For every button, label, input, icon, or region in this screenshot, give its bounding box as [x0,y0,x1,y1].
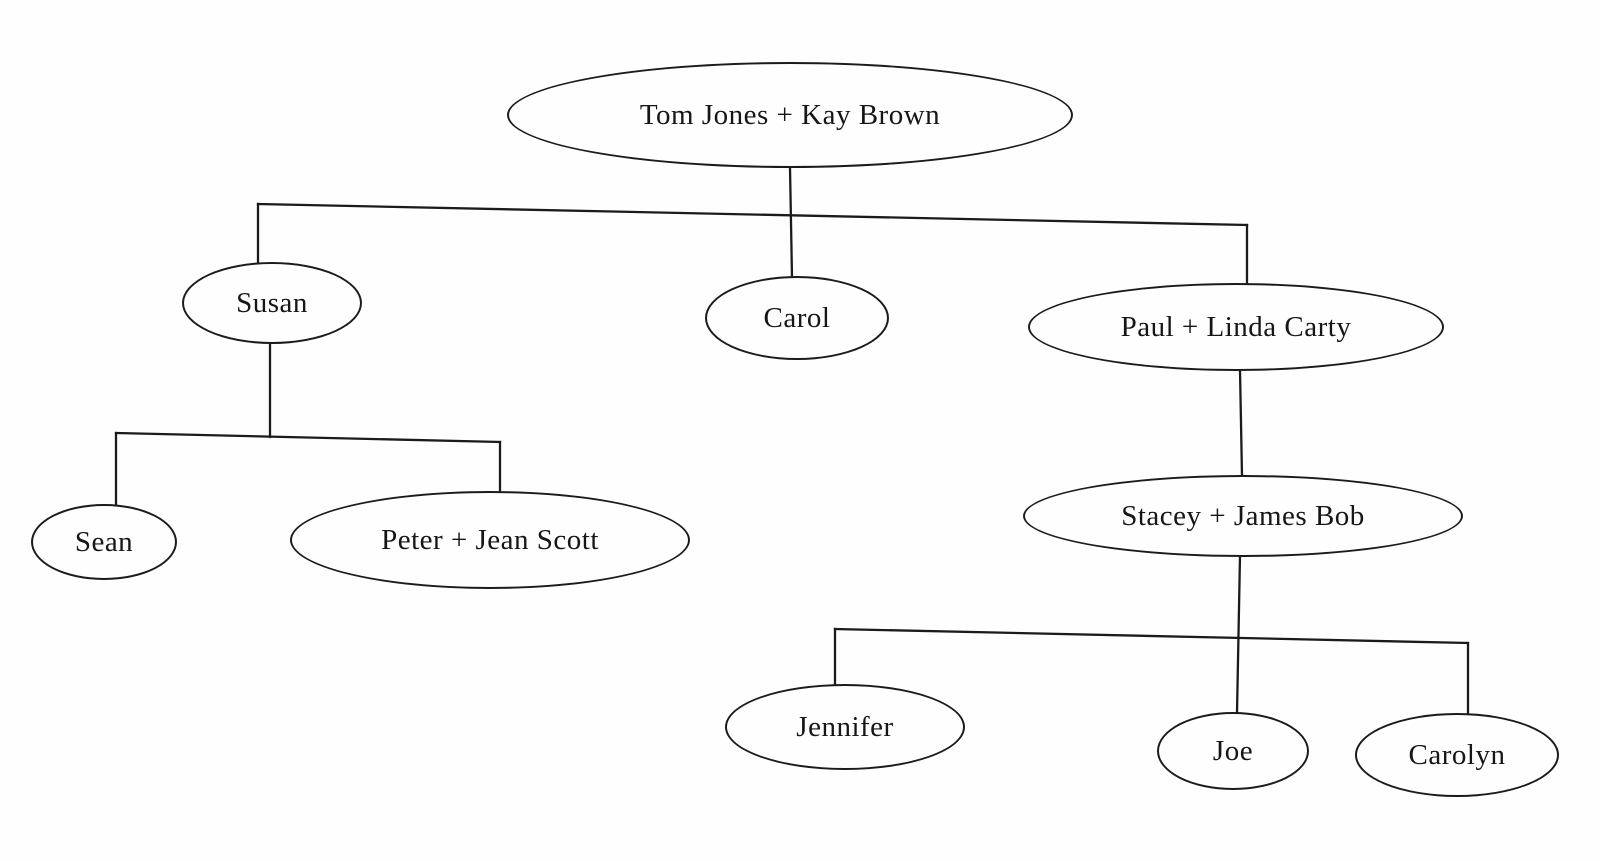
tree-node-label-carol: Carol [763,301,831,334]
edge-tom-trunk-to-carol [788,166,794,279]
tree-node-label-tom-kay: Tom Jones + Kay Brown [639,98,941,131]
tree-node-label-carolyn: Carolyn [1408,738,1506,771]
edge-level3-horizontal [833,627,1470,645]
tree-node-sean: Sean [31,504,177,580]
tree-node-carolyn: Carolyn [1355,713,1559,797]
edge-stacey-trunk-to-joe [1235,554,1242,715]
tree-node-label-susan: Susan [236,286,308,319]
tree-node-tom-kay: Tom Jones + Kay Brown [507,62,1073,168]
tree-node-peter-jean: Peter + Jean Scott [290,491,690,589]
tree-node-jennifer: Jennifer [725,684,965,770]
tree-node-joe: Joe [1157,712,1309,790]
edge-paul-stub [1238,368,1244,478]
tree-node-label-stacey-james: Stacey + James Bob [1121,499,1365,532]
tree-node-label-jennifer: Jennifer [796,710,894,743]
tree-node-label-joe: Joe [1212,734,1254,767]
tree-node-label-peter-jean: Peter + Jean Scott [381,523,599,556]
edge-level1-horizontal [256,202,1249,227]
tree-node-susan: Susan [182,262,362,344]
tree-node-label-sean: Sean [74,525,134,558]
edge-level2-horizontal [114,431,502,444]
tree-node-label-paul-linda: Paul + Linda Carty [1120,310,1352,343]
tree-node-carol: Carol [705,276,889,360]
tree-node-stacey-james: Stacey + James Bob [1023,475,1463,557]
tree-node-paul-linda: Paul + Linda Carty [1028,283,1444,371]
